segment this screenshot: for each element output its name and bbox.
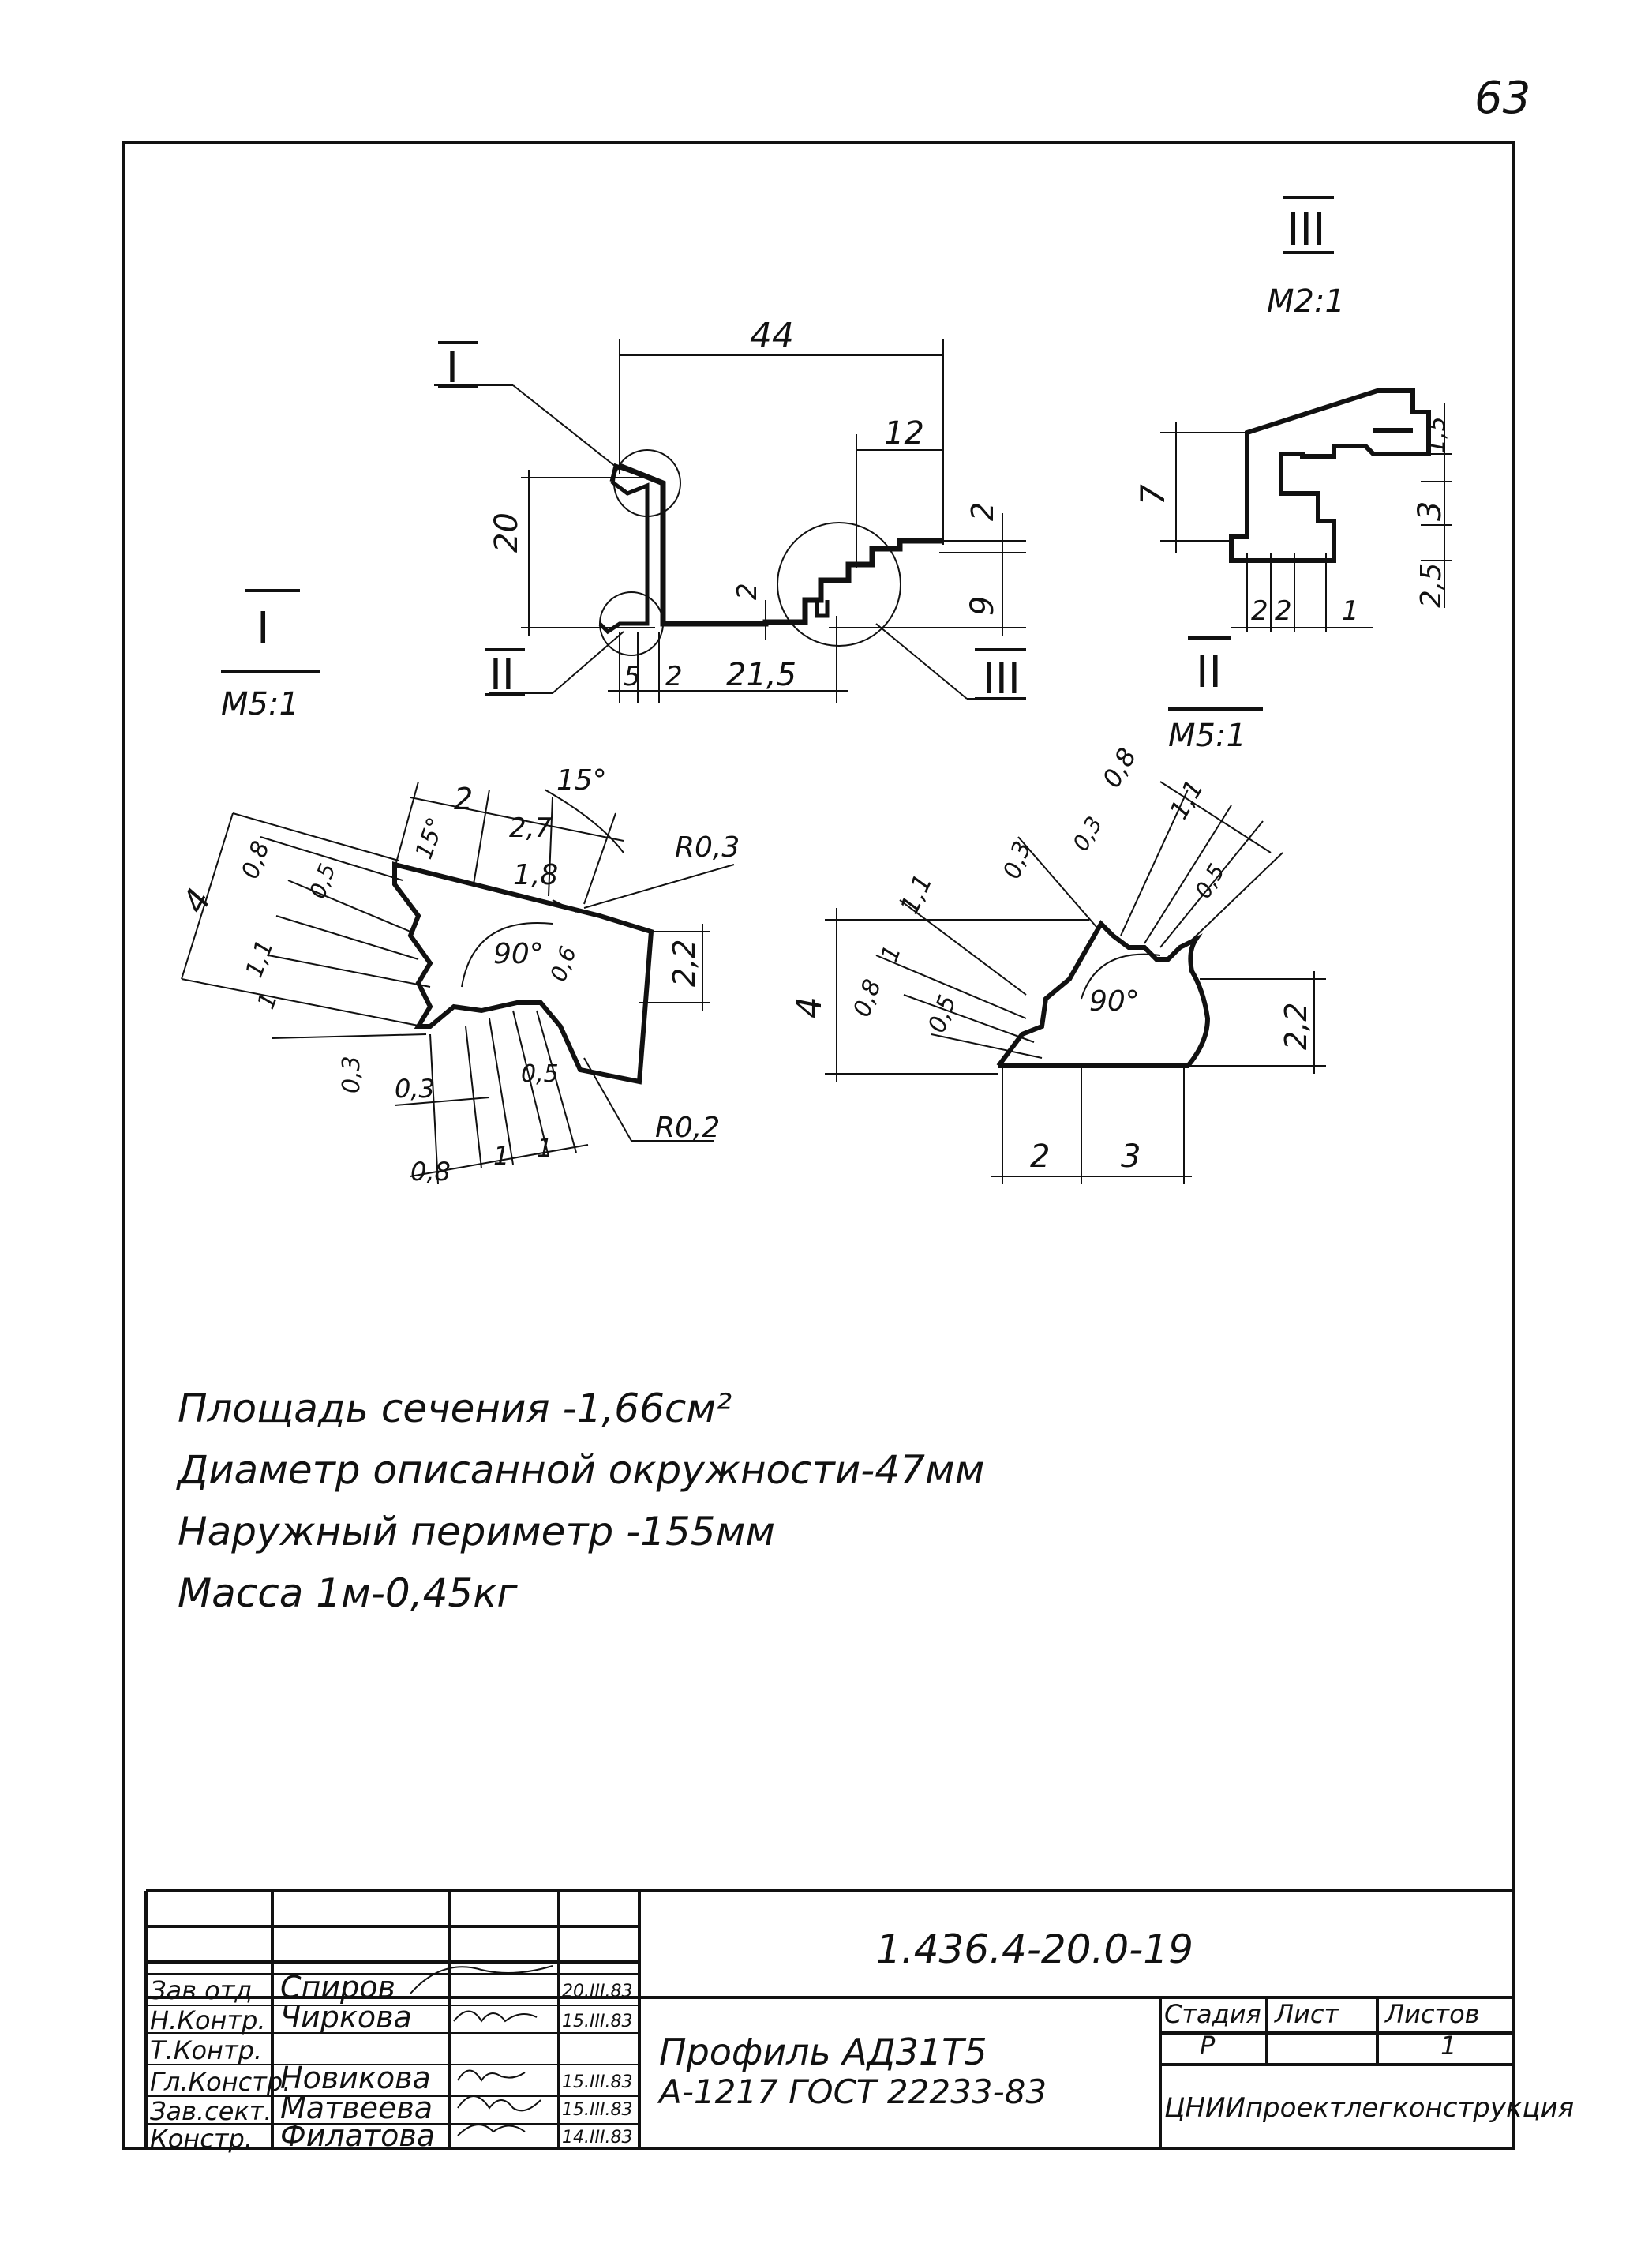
dim-5: 5 <box>624 661 641 692</box>
detail-II-profile <box>996 920 1211 1068</box>
callout-I: I <box>446 343 459 392</box>
detail-II-dim-2-2: 2,2 <box>1279 1003 1313 1050</box>
view-III-dim-2-5: 2,5 <box>1415 563 1448 608</box>
callout-III: III <box>983 654 1021 703</box>
detail-I-dim-1a: 1 <box>493 1141 509 1171</box>
detail-II-dimension-lines <box>825 781 1326 1184</box>
signature-0 <box>410 1965 553 1994</box>
dim-9: 9 <box>965 596 1001 616</box>
view-I-label: I <box>257 603 270 655</box>
detail-II-dim-90: 90° <box>1089 985 1140 1018</box>
tb-name-4: Матвеева <box>280 2091 433 2125</box>
main-profile <box>618 463 943 627</box>
sheet-header: Лист <box>1275 1999 1339 2029</box>
detail-II-dim-2: 2 <box>1030 1138 1050 1175</box>
view-III-dim-7: 7 <box>1133 484 1172 505</box>
signature-4 <box>457 2095 541 2112</box>
view-III-dim-2b: 2 <box>1275 595 1292 627</box>
detail-I-dim-15a: 15° <box>556 764 607 797</box>
property-diameter: Диаметр описанной окружности-47мм <box>178 1447 985 1493</box>
detail-I-dim-90: 90° <box>493 938 544 970</box>
tb-date-1: 15.III.83 <box>562 2012 633 2031</box>
view-III-profile <box>1229 388 1431 563</box>
detail-I-dim-2-2: 2,2 <box>667 940 702 987</box>
dim-12: 12 <box>884 415 924 452</box>
tb-role-5: Констр. <box>150 2124 253 2154</box>
tb-name-3: Новикова <box>280 2061 431 2095</box>
section-properties: Площадь сечения -1,66см² Диаметр описанн… <box>178 1378 984 1624</box>
detail-I-dimension-lines <box>181 781 735 1185</box>
detail-I-dim-2-7: 2,7 <box>509 812 552 844</box>
page-number: 63 <box>1474 73 1531 124</box>
detail-I-dim-R03: R0,3 <box>675 831 740 864</box>
detail-II-dim-3: 3 <box>1121 1138 1141 1175</box>
main-dimension-lines <box>434 339 1026 703</box>
sheets-header: Листов <box>1385 1999 1480 2029</box>
view-III-dimension-lines <box>1160 196 1452 711</box>
tb-name-5: Филатова <box>280 2118 436 2153</box>
tb-name-0: Спиров <box>280 1970 395 2005</box>
view-III-dim-3: 3 <box>1412 501 1448 521</box>
signature-3 <box>457 2069 526 2082</box>
view-II-label: II <box>1196 647 1222 698</box>
tb-date-0: 20.III.83 <box>562 1982 633 2001</box>
detail-I-profile <box>392 861 654 1085</box>
dim-21-5: 21,5 <box>726 657 796 693</box>
title-block-thin-lines <box>146 1973 639 2125</box>
organization: ЦНИИпроектлегконструкция <box>1164 2092 1575 2124</box>
view-III-scale: М2:1 <box>1267 283 1345 320</box>
detail-I-dim-0-3b: 0,3 <box>395 1074 435 1104</box>
detail-I-dim-R02: R0,2 <box>655 1112 720 1144</box>
doc-number: 1.436.4-20.0-19 <box>876 1926 1193 1972</box>
tb-date-3: 15.III.83 <box>562 2072 633 2092</box>
tb-role-3: Гл.Констр. <box>150 2067 291 2097</box>
signature-1 <box>453 2010 538 2023</box>
detail-circle-III <box>777 522 901 647</box>
view-III-dim-2a: 2 <box>1251 595 1268 627</box>
sheets-value: 1 <box>1440 2031 1457 2061</box>
tb-role-1: Н.Контр. <box>150 2005 266 2035</box>
tb-name-1: Чиркова <box>280 2000 412 2035</box>
property-perimeter: Наружный периметр -155мм <box>178 1509 776 1555</box>
detail-I-dim-1b: 1 <box>537 1133 553 1163</box>
view-III-dim-1: 1 <box>1342 595 1359 627</box>
property-area: Площадь сечения -1,66см² <box>178 1386 732 1431</box>
detail-I-dim-0-5b: 0,5 <box>521 1060 559 1088</box>
detail-circle-II <box>599 591 664 656</box>
view-III-dim-1-5: 1,5 <box>1423 416 1451 454</box>
view-I-scale: М5:1 <box>221 686 299 722</box>
dim-2-wall: 2 <box>732 583 763 600</box>
title-line1: Профиль АД31Т5 <box>659 2031 987 2073</box>
tb-role-0: Зав.отд. <box>150 1975 260 2005</box>
signature-5 <box>457 2124 526 2136</box>
callout-II: II <box>489 650 515 700</box>
stage-value: Р <box>1200 2031 1216 2061</box>
title-line2: А-1217 ГОСТ 22233-83 <box>659 2072 1047 2111</box>
dim-44: 44 <box>750 316 794 356</box>
dim-20: 20 <box>489 512 525 553</box>
tb-role-2: Т.Контр. <box>150 2035 263 2065</box>
dim-2-right: 2 <box>965 502 1000 521</box>
detail-I-dim-0-8b: 0,8 <box>410 1157 451 1187</box>
tb-role-4: Зав.сект. <box>150 2096 272 2126</box>
detail-circle-I <box>613 449 681 517</box>
stage-header: Стадия <box>1164 1999 1261 2029</box>
detail-I-dim-2: 2 <box>454 782 473 816</box>
view-III-label: III <box>1287 204 1326 256</box>
detail-I-dim-0-3a: 0,3 <box>338 1056 365 1093</box>
detail-I-dim-1-8: 1,8 <box>513 859 558 891</box>
dim-2-bottom: 2 <box>665 661 683 692</box>
title-block-lines <box>144 1889 1515 2147</box>
tb-date-4: 15.III.83 <box>562 2100 633 2120</box>
drawing-frame <box>122 141 1515 2150</box>
property-mass: Масса 1м-0,45кг <box>178 1570 518 1616</box>
view-II-scale: М5:1 <box>1168 718 1246 754</box>
detail-II-dim-4: 4 <box>789 996 830 1018</box>
tb-date-5: 14.III.83 <box>562 2128 633 2147</box>
